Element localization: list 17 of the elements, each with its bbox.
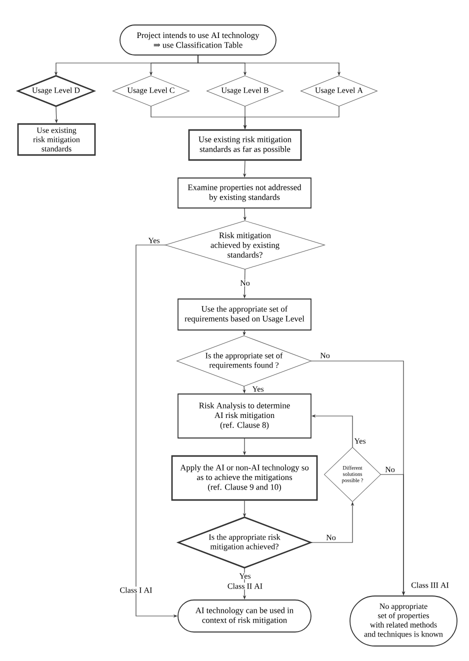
edge-label: No bbox=[326, 534, 336, 541]
class-label: Class I AI bbox=[119, 586, 153, 594]
process-box: Use the appropriate set of requirements based on Usage Level bbox=[178, 298, 312, 330]
edge-label: No bbox=[240, 280, 250, 286]
edge-label: Yes bbox=[238, 572, 252, 580]
class-label: Class II AI bbox=[226, 582, 264, 590]
class-label: Class III AI bbox=[410, 582, 450, 588]
edge-label: Yes bbox=[354, 438, 366, 444]
edge-label: No bbox=[320, 352, 330, 359]
process-box: Use existing risk mitigation standards as far as possible bbox=[188, 129, 302, 161]
process-box: Risk Analysis to determine AI risk mitigation (ref. Clause 8) bbox=[178, 394, 312, 438]
process-box: Use existing risk mitigation standards bbox=[17, 123, 96, 156]
edge-label: Yes bbox=[252, 386, 264, 392]
process-box: Examine properties not addressed by existing standards bbox=[178, 178, 312, 208]
process-box: Apply the AI or non-AI technology so as to achieve the mitigations (ref. Clause 9 and 10) bbox=[171, 455, 318, 501]
edge-label: No bbox=[384, 466, 396, 473]
edge-label: Yes bbox=[148, 237, 160, 244]
